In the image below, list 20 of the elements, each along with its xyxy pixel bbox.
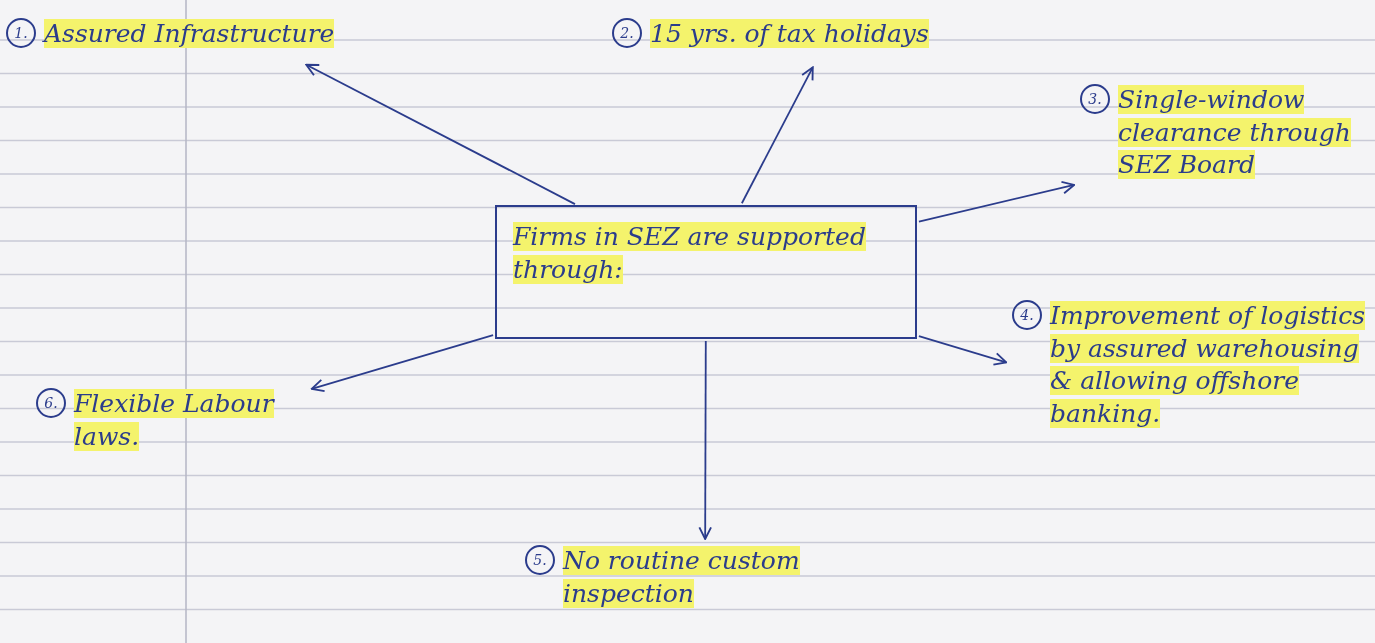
central-box bbox=[495, 205, 917, 339]
arrow bbox=[918, 181, 1076, 223]
point-text: No routine custom inspection bbox=[563, 545, 801, 610]
arrow bbox=[698, 340, 712, 540]
circled-number: 2. bbox=[612, 18, 642, 48]
arrow bbox=[310, 334, 494, 392]
circled-number: 5. bbox=[525, 545, 555, 575]
circled-number: 1. bbox=[6, 18, 36, 48]
arrow bbox=[740, 66, 814, 205]
circled-number: 4. bbox=[1012, 300, 1042, 330]
arrow bbox=[918, 335, 1008, 366]
point-text: Assured Infrastructure bbox=[44, 18, 335, 50]
point-text: Improvement of logistics by assured warehousing & allowing offshore banking. bbox=[1050, 300, 1367, 430]
point-text: Single-window clearance through SEZ Board bbox=[1118, 84, 1352, 181]
heading-text: Firms in SEZ are supported through: bbox=[513, 221, 867, 286]
circled-number: 3. bbox=[1080, 84, 1110, 114]
point-text: Flexible Labour laws. bbox=[74, 388, 276, 453]
point-text: 15 yrs. of tax holidays bbox=[650, 18, 929, 50]
arrow bbox=[305, 63, 576, 205]
circled-number: 6. bbox=[36, 388, 66, 418]
